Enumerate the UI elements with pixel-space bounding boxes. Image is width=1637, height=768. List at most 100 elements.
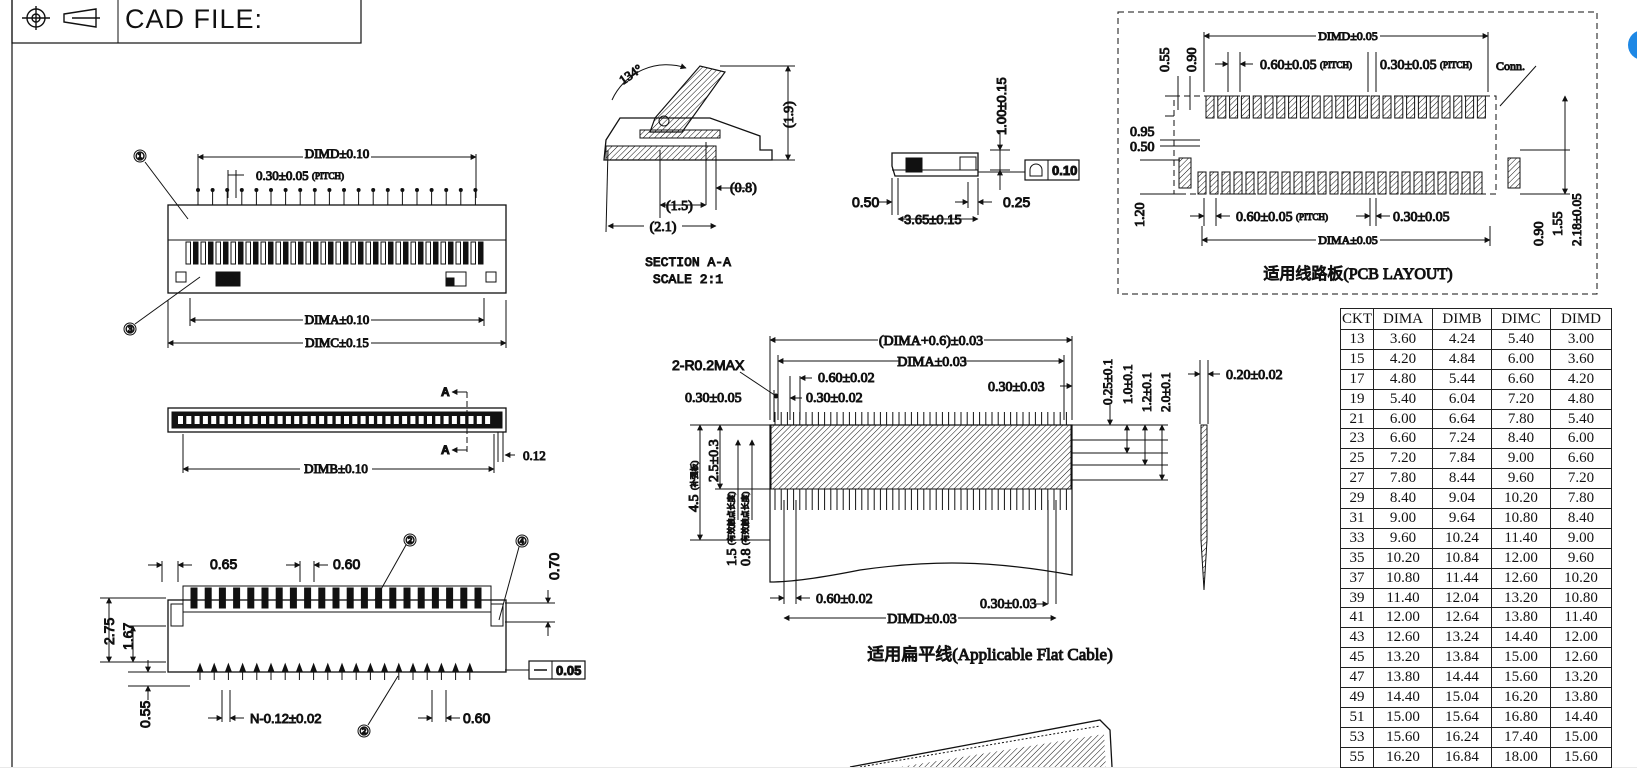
table-cell: 19 <box>1340 388 1374 410</box>
cable-note-45: (补强板) <box>689 460 699 490</box>
table-cell: 9.64 <box>1432 508 1492 529</box>
table-cell: 10.84 <box>1432 547 1492 569</box>
table-cell: 7.80 <box>1373 468 1433 490</box>
table-cell: 13.80 <box>1491 607 1551 629</box>
table-cell: 9.60 <box>1491 468 1551 490</box>
dim-055-label: 0.55 <box>137 701 153 728</box>
sheet-border <box>11 0 13 767</box>
cable-dim-45-label: 4.5 <box>687 495 702 513</box>
table-cell: 39 <box>1340 587 1374 609</box>
table-cell: 15.60 <box>1491 667 1551 689</box>
pcb-conn-label: Conn. <box>1496 59 1525 73</box>
cable-rmax-label: 2-R0.2MAX <box>672 357 745 373</box>
pcb-dim-a-label: DIMA±0.05 <box>1318 233 1378 247</box>
cable-dim-030b-label: 0.30±0.02 <box>806 391 863 406</box>
section-scale: SCALE 2:1 <box>653 272 723 287</box>
table-cell: 35 <box>1340 547 1374 569</box>
pcb-dim-090b-label: 0.90 <box>1532 222 1547 247</box>
pcb-dim-055-label: 0.55 <box>1158 48 1173 73</box>
table-cell: 15.60 <box>1550 746 1612 768</box>
table-cell: 16.20 <box>1373 746 1433 768</box>
table-cell: 16.20 <box>1491 687 1551 708</box>
pcb-bottom-030-label: 0.30±0.05 <box>1393 210 1450 225</box>
bottom-view-pins-top <box>190 587 482 609</box>
table-cell: 6.60 <box>1373 428 1433 450</box>
table-cell: 11.40 <box>1491 527 1551 549</box>
flatness-value: 0.05 <box>556 663 581 678</box>
table-cell: 31 <box>1340 508 1374 529</box>
table-cell: 16.80 <box>1491 706 1551 728</box>
table-cell: 13 <box>1340 329 1374 350</box>
dim-065-label: 0.65 <box>210 556 237 572</box>
table-cell: 14.40 <box>1491 627 1551 649</box>
side-dim-050-label: 0.50 <box>852 194 879 210</box>
dim-21-label: (2.1) <box>650 220 677 235</box>
callout-1: ① <box>135 151 145 163</box>
table-cell: 9.00 <box>1550 527 1612 549</box>
table-cell: 12.60 <box>1550 647 1612 669</box>
cable-note-15: (有效触点长度) <box>726 491 736 545</box>
table-cell: 15.04 <box>1432 687 1492 708</box>
table-cell: 10.24 <box>1432 527 1492 549</box>
dim-08-label: (0.8) <box>730 181 757 196</box>
table-cell: 12.64 <box>1432 607 1492 629</box>
table-cell: 5.44 <box>1432 368 1492 390</box>
table-cell: 45 <box>1340 647 1374 669</box>
table-header-cell: CKT <box>1340 308 1374 330</box>
dim-060-bottom-label: 0.60 <box>463 710 490 726</box>
table-cell: 15.00 <box>1491 647 1551 669</box>
table-cell: 13.80 <box>1550 687 1612 708</box>
table-cell: 6.60 <box>1491 368 1551 390</box>
pcb-dim-090-label: 0.90 <box>1185 48 1200 73</box>
table-cell: 6.00 <box>1373 408 1433 430</box>
top-view-contacts <box>185 241 484 265</box>
table-cell: 4.20 <box>1373 348 1433 370</box>
polarity-mark <box>215 271 241 287</box>
table-cell: 23 <box>1340 428 1374 450</box>
cable-dim-12-label: 1.2±0.1 <box>1139 372 1154 412</box>
table-header-cell: DIMD <box>1550 308 1612 330</box>
cable-bottom-060-label: 0.60±0.02 <box>816 592 873 607</box>
dim-060-top-label: 0.60 <box>333 556 360 572</box>
table-cell: 8.40 <box>1491 428 1551 450</box>
side-dim-025-label: 0.25 <box>1003 194 1030 210</box>
table-cell: 43 <box>1340 627 1374 649</box>
section-mark-top: A <box>441 385 450 399</box>
pcb-pitch-tag-3: (PITCH) <box>1296 212 1328 222</box>
table-cell: 33 <box>1340 527 1374 549</box>
table-cell: 17 <box>1340 368 1374 390</box>
cable-caption: 适用扁平线(Applicable Flat Cable) <box>867 645 1113 664</box>
table-cell: 7.20 <box>1373 448 1433 470</box>
table-cell: 6.00 <box>1550 428 1612 450</box>
table-cell: 16.24 <box>1432 726 1492 748</box>
table-cell: 5.40 <box>1491 329 1551 350</box>
table-cell: 11.40 <box>1373 587 1433 609</box>
dim-100-label: 1.00±0.15 <box>994 77 1009 135</box>
top-view-pins <box>196 188 478 205</box>
table-cell: 53 <box>1340 726 1374 748</box>
pcb-dim-218-label: 2.18±0.05 <box>1569 193 1584 246</box>
table-cell: 4.80 <box>1373 368 1433 390</box>
table-cell: 14.40 <box>1550 706 1612 728</box>
side-panel-toggle[interactable] <box>1628 30 1637 60</box>
dim-012-label: 0.12 <box>523 448 546 463</box>
table-header-cell: DIMA <box>1373 308 1433 330</box>
pcb-top-pads <box>1205 95 1486 119</box>
table-cell: 12.00 <box>1373 607 1433 629</box>
title-block <box>11 0 362 44</box>
top-pitch-label: 0.30±0.05 <box>256 168 309 183</box>
